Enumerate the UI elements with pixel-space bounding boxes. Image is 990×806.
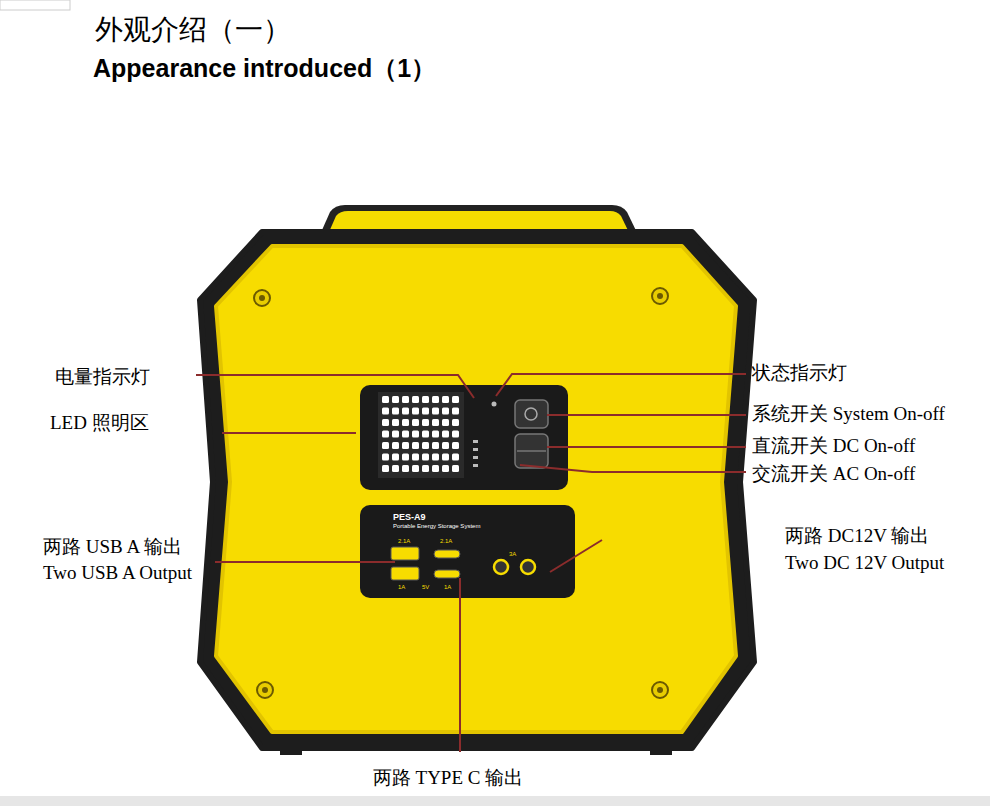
foot — [280, 745, 302, 755]
front-face — [216, 246, 736, 732]
led-dot — [382, 419, 389, 426]
led-dot — [382, 431, 389, 438]
led-dot — [422, 442, 429, 449]
callout-label: 直流开关 DC On-off — [752, 435, 915, 457]
led-dot — [452, 465, 459, 472]
callout-label: 交流开关 AC On-off — [752, 463, 915, 485]
led-dot — [422, 431, 429, 438]
power-symbol — [525, 408, 537, 420]
led-dot — [392, 454, 399, 461]
led-dot — [402, 454, 409, 461]
led-dot — [442, 396, 449, 403]
port-rating: 2.1A — [398, 538, 410, 545]
led-grid — [382, 396, 459, 472]
port-rating: 2.1A — [440, 538, 452, 545]
led-dot — [402, 431, 409, 438]
led-dot — [382, 396, 389, 403]
led-dot — [452, 419, 459, 426]
led-dot — [452, 442, 459, 449]
foot — [650, 745, 672, 755]
led-dot — [382, 442, 389, 449]
status-bar — [0, 796, 990, 806]
led-dot — [392, 431, 399, 438]
led-dot — [412, 454, 419, 461]
callout-label: Two DC 12V Output — [785, 552, 944, 574]
callout-label: Two USB A Output — [43, 562, 192, 584]
type-c-ports — [434, 550, 460, 578]
callout-label: 两路 DC12V 输出 — [785, 525, 929, 547]
led-dot — [392, 396, 399, 403]
led-dot — [402, 408, 409, 415]
led-dot — [432, 442, 439, 449]
usb-a-ports — [391, 547, 419, 580]
led-dot — [392, 442, 399, 449]
led-dot — [392, 419, 399, 426]
leader-lines — [196, 374, 746, 752]
led-area — [378, 392, 464, 478]
button-divider — [517, 450, 546, 452]
led-dot — [412, 442, 419, 449]
output-panel — [360, 505, 575, 598]
led-dot — [432, 465, 439, 472]
led-dot — [452, 431, 459, 438]
led-dot — [452, 454, 459, 461]
system-button — [515, 400, 548, 428]
callout-label: 系统开关 System On-off — [752, 403, 945, 425]
led-dot — [412, 431, 419, 438]
callout-label: 状态指示灯 — [752, 362, 847, 384]
led-dot — [432, 431, 439, 438]
battery-indicator — [473, 440, 478, 467]
led-dot — [402, 396, 409, 403]
led-dot — [392, 465, 399, 472]
led-dot — [382, 465, 389, 472]
port-rating: 5V — [422, 584, 429, 591]
port-rating: 3A — [509, 551, 516, 558]
page-title: 外观介绍（一） — [95, 14, 291, 46]
led-dot — [412, 408, 419, 415]
led-dot — [422, 454, 429, 461]
product-name: Portable Energy Storage System — [393, 523, 480, 530]
led-dot — [402, 465, 409, 472]
led-dot — [442, 465, 449, 472]
callout-label: 两路 TYPE C 输出 — [373, 767, 523, 789]
subtitle: Appearance introduced（1） — [93, 54, 436, 83]
led-dot — [412, 465, 419, 472]
status-indicator — [492, 402, 497, 407]
led-dot — [402, 442, 409, 449]
housing — [200, 232, 754, 748]
led-dot — [412, 396, 419, 403]
led-dot — [422, 419, 429, 426]
led-dot — [382, 454, 389, 461]
led-dot — [432, 408, 439, 415]
led-dot — [422, 465, 429, 472]
led-dot — [442, 408, 449, 415]
control-panel — [360, 385, 568, 490]
led-dot — [452, 396, 459, 403]
dc-ports — [494, 560, 535, 574]
led-dot — [432, 454, 439, 461]
led-dot — [422, 408, 429, 415]
callout-label: 两路 USB A 输出 — [43, 536, 182, 558]
model-name: PES-A9 — [393, 512, 426, 522]
led-dot — [432, 419, 439, 426]
led-dot — [442, 454, 449, 461]
led-dot — [382, 408, 389, 415]
led-dot — [392, 408, 399, 415]
led-dot — [432, 396, 439, 403]
port-rating: 1A — [398, 584, 405, 591]
port-rating: 1A — [444, 584, 451, 591]
callout-label: LED 照明区 — [50, 412, 149, 434]
led-dot — [422, 396, 429, 403]
callout-label: 电量指示灯 — [55, 366, 150, 388]
led-dot — [442, 419, 449, 426]
dc-ac-buttons — [515, 434, 548, 468]
led-dot — [412, 419, 419, 426]
led-dot — [442, 431, 449, 438]
page-corner — [0, 0, 70, 10]
led-dot — [442, 442, 449, 449]
led-dot — [402, 419, 409, 426]
led-dot — [452, 408, 459, 415]
